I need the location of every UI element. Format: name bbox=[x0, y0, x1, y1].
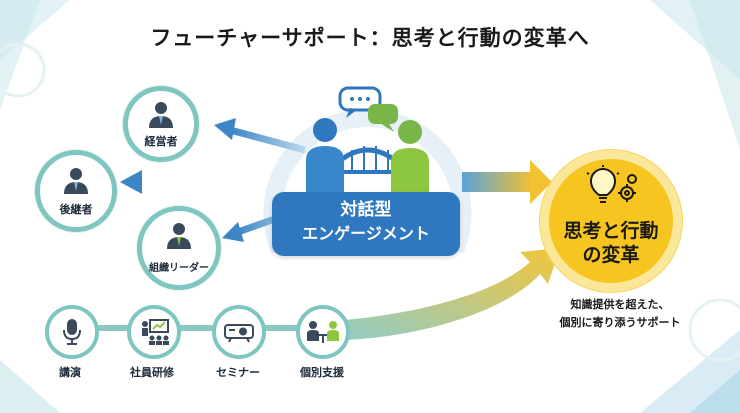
role-node-leader: 組織リーダー bbox=[137, 206, 221, 290]
goal-caption: 知識提供を超えた、 個別に寄り添うサポート bbox=[540, 296, 700, 332]
goal-caption-line-1: 知識提供を超えた、 bbox=[570, 298, 670, 311]
method-label: 講演 bbox=[59, 366, 81, 379]
role-label: 組織リーダー bbox=[149, 263, 209, 274]
engagement-title: 対話型 bbox=[340, 200, 392, 220]
method-node-individual bbox=[296, 305, 350, 359]
bridge-people-icon bbox=[306, 86, 429, 192]
curved-arrow-to-goal bbox=[345, 248, 560, 340]
role-label: 経営者 bbox=[144, 135, 178, 148]
businessman-icon bbox=[64, 168, 88, 194]
microphone-icon bbox=[63, 319, 81, 345]
lightbulb-gear-icon bbox=[586, 165, 637, 203]
goal-line-1: 思考と行動 bbox=[563, 220, 659, 242]
method-label: 個別支援 bbox=[300, 366, 344, 379]
engagement-box: 対話型 エンゲージメント bbox=[272, 192, 460, 256]
method-label: 社員研修 bbox=[130, 366, 174, 379]
consultation-icon bbox=[307, 321, 339, 343]
goal-text: 思考と行動 の変革 bbox=[549, 219, 673, 267]
method-node-training bbox=[127, 305, 181, 359]
method-node-lecture bbox=[45, 305, 99, 359]
businessman-icon bbox=[167, 223, 191, 249]
arrow-to-executive bbox=[214, 118, 306, 154]
businessman-icon bbox=[149, 102, 173, 128]
engagement-subtitle: エンゲージメント bbox=[302, 224, 430, 243]
goal-circle: 思考と行動 の変革 bbox=[540, 150, 682, 292]
training-icon bbox=[142, 319, 169, 345]
role-label: 後継者 bbox=[59, 203, 93, 216]
role-node-successor: 後継者 bbox=[35, 150, 117, 232]
page-title: フューチャーサポート：思考と行動の変革へ bbox=[150, 26, 590, 50]
goal-line-2: の変革 bbox=[582, 244, 640, 266]
arrow-to-successor bbox=[120, 170, 300, 194]
method-node-seminar bbox=[212, 305, 266, 359]
arrow-to-goal bbox=[462, 160, 552, 204]
role-node-executive: 経営者 bbox=[123, 86, 199, 162]
projector-icon bbox=[224, 324, 254, 343]
method-label: セミナー bbox=[216, 366, 260, 379]
goal-caption-line-2: 個別に寄り添うサポート bbox=[559, 316, 681, 329]
